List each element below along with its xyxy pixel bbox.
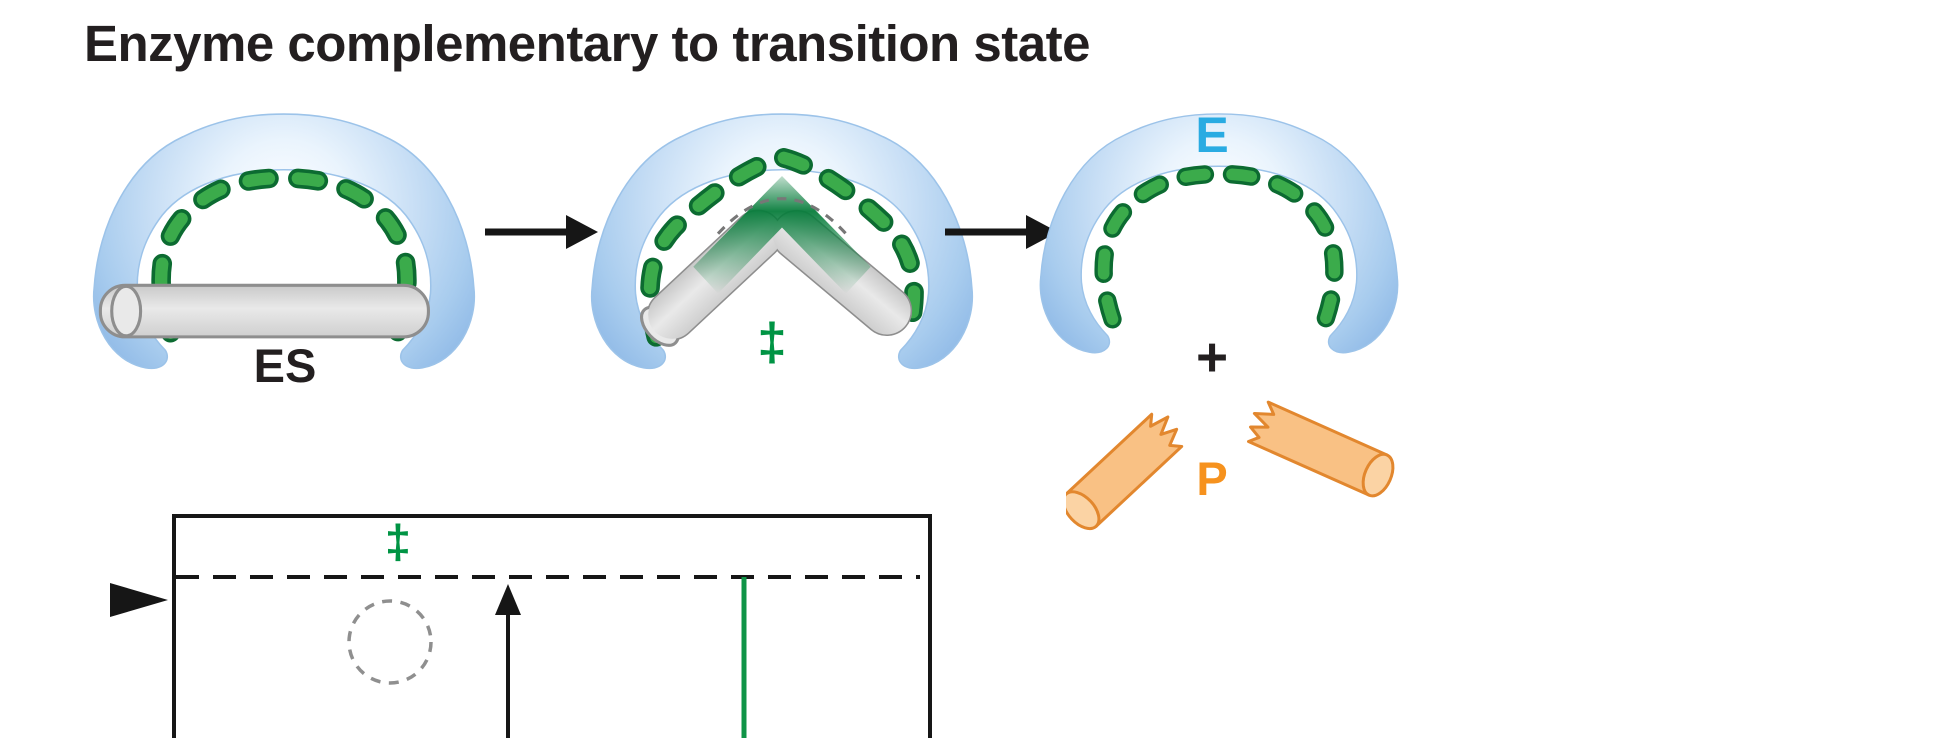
reaction-arrow-icon: [485, 215, 598, 249]
substrate-end-cap: [110, 284, 143, 338]
active-site-segments: [1094, 164, 1344, 329]
strain-dashed-outline: [716, 197, 848, 235]
active-site-segments: [640, 147, 924, 347]
strain-glow: [693, 175, 871, 294]
energy-diagram-box: ‡: [172, 514, 932, 738]
active-site-segments: [151, 168, 417, 343]
transition-state-complex: [590, 113, 974, 370]
axis-arrowhead-icon: [110, 583, 168, 617]
enzyme-label: E: [1195, 107, 1229, 163]
enzyme-body: [92, 113, 476, 370]
product-fragment-right: [1246, 400, 1395, 498]
free-enzyme: [1039, 113, 1399, 354]
energy-transition-symbol: ‡: [384, 515, 412, 568]
transition-state-circle: [347, 599, 433, 685]
product-fragment-left: [1066, 412, 1184, 531]
figure-title: Enzyme complementary to transition state: [84, 15, 1090, 72]
reaction-arrow-icon: [945, 215, 1058, 249]
es-label: ES: [253, 339, 317, 392]
enzyme-substrate-complex: [92, 113, 476, 370]
transition-state-symbol: ‡: [757, 313, 787, 372]
enzyme-body: [1039, 113, 1399, 354]
substrate-rod: [98, 283, 430, 339]
product-fragments: [1066, 400, 1395, 531]
free-energy-arrow: [495, 584, 521, 738]
plus-sign: +: [1195, 326, 1229, 388]
enzyme-body: [590, 113, 974, 370]
product-label: P: [1196, 452, 1228, 505]
energy-diagram-contents: [176, 575, 920, 738]
